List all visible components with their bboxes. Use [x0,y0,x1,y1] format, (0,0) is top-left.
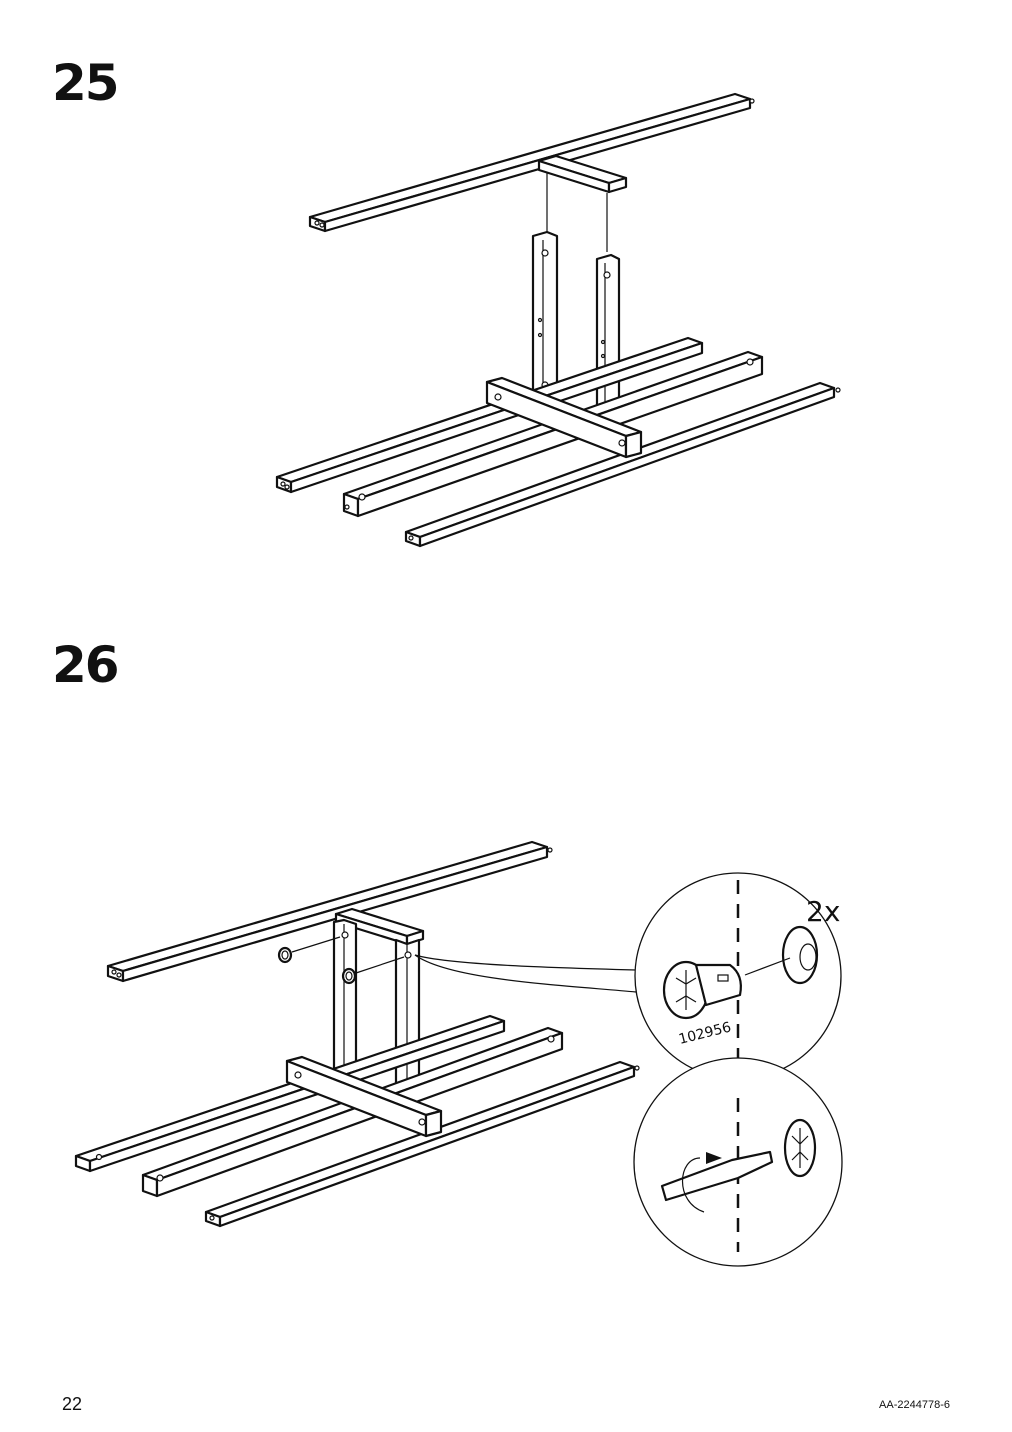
step-number-25: 25 [52,54,120,112]
bottom-rail-front [404,381,841,548]
detail-circle-cam-lock: 102956 [634,872,842,1080]
page-number: 22 [62,1394,83,1414]
document-id: AA-2244778-6 [879,1399,950,1411]
top-rail [106,840,553,983]
step25-illustration [275,92,841,548]
bottom-cross-piece [285,1055,443,1138]
rotation-arrow-icon [681,1152,722,1213]
step-number-26: 26 [52,636,120,694]
screwdriver-icon [660,1150,774,1202]
cam-lock-face-icon [783,1118,817,1178]
cam-lock-hole-icon [781,925,819,985]
top-rail [308,92,755,233]
detail-circle-screwdriver [633,1057,843,1267]
top-cross-piece [537,154,628,194]
cam-lock-fitting-icon [277,936,405,985]
bottom-rail-front [204,1060,640,1228]
step26-illustration: 102956 2x [74,840,843,1267]
cam-lock-fitting-icon [662,960,742,1020]
top-cross-piece [334,907,425,946]
leg-left [531,230,559,402]
quantity-label: 2x [806,895,840,928]
bottom-cross-piece [485,376,643,459]
bottom-rail-back [74,1014,506,1173]
bottom-rail-back [275,336,704,494]
leg-left [332,918,358,1084]
